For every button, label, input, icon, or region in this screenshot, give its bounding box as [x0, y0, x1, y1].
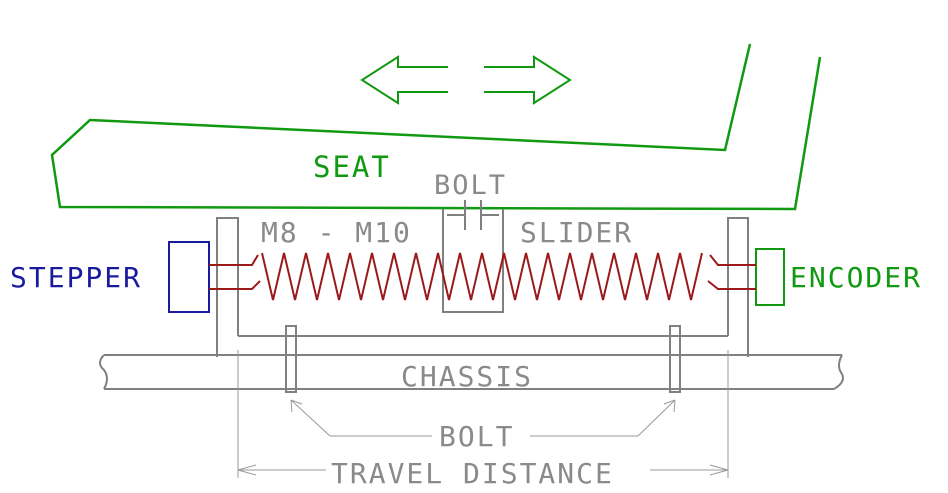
chassis [99, 354, 844, 390]
stepper-motor [168, 241, 210, 313]
left-support [216, 217, 239, 357]
lower-bolt-right [669, 325, 681, 393]
lower-bolt-left [285, 325, 297, 393]
right-shaft [707, 254, 756, 290]
chassis-left-break [99, 354, 108, 390]
bolt-bottom-label: BOLT [439, 420, 514, 453]
dimensions [237, 350, 729, 478]
left-shaft [209, 254, 261, 290]
chassis-right-break [833, 354, 844, 390]
stepper-label: STEPPER [10, 261, 142, 294]
chassis-label: CHASSIS [401, 360, 533, 393]
screw-size-label: M8 - M10 [261, 216, 412, 249]
direction-arrows [360, 55, 572, 105]
encoder-label: ENCODER [790, 261, 922, 294]
lower-bolts [285, 325, 681, 393]
slider-label: SLIDER [520, 216, 633, 249]
bolt-top-label: BOLT [434, 170, 507, 201]
screw-thread [261, 252, 703, 301]
left-arrow-icon [360, 55, 448, 105]
lead-screw [209, 252, 756, 301]
top-bolt [447, 200, 499, 230]
seat-outline [50, 43, 822, 211]
travel-distance-label: TRAVEL DISTANCE [331, 457, 614, 490]
encoder [755, 248, 785, 306]
right-arrow-icon [484, 55, 572, 105]
right-support [727, 217, 749, 357]
seat-label: SEAT [313, 150, 391, 184]
